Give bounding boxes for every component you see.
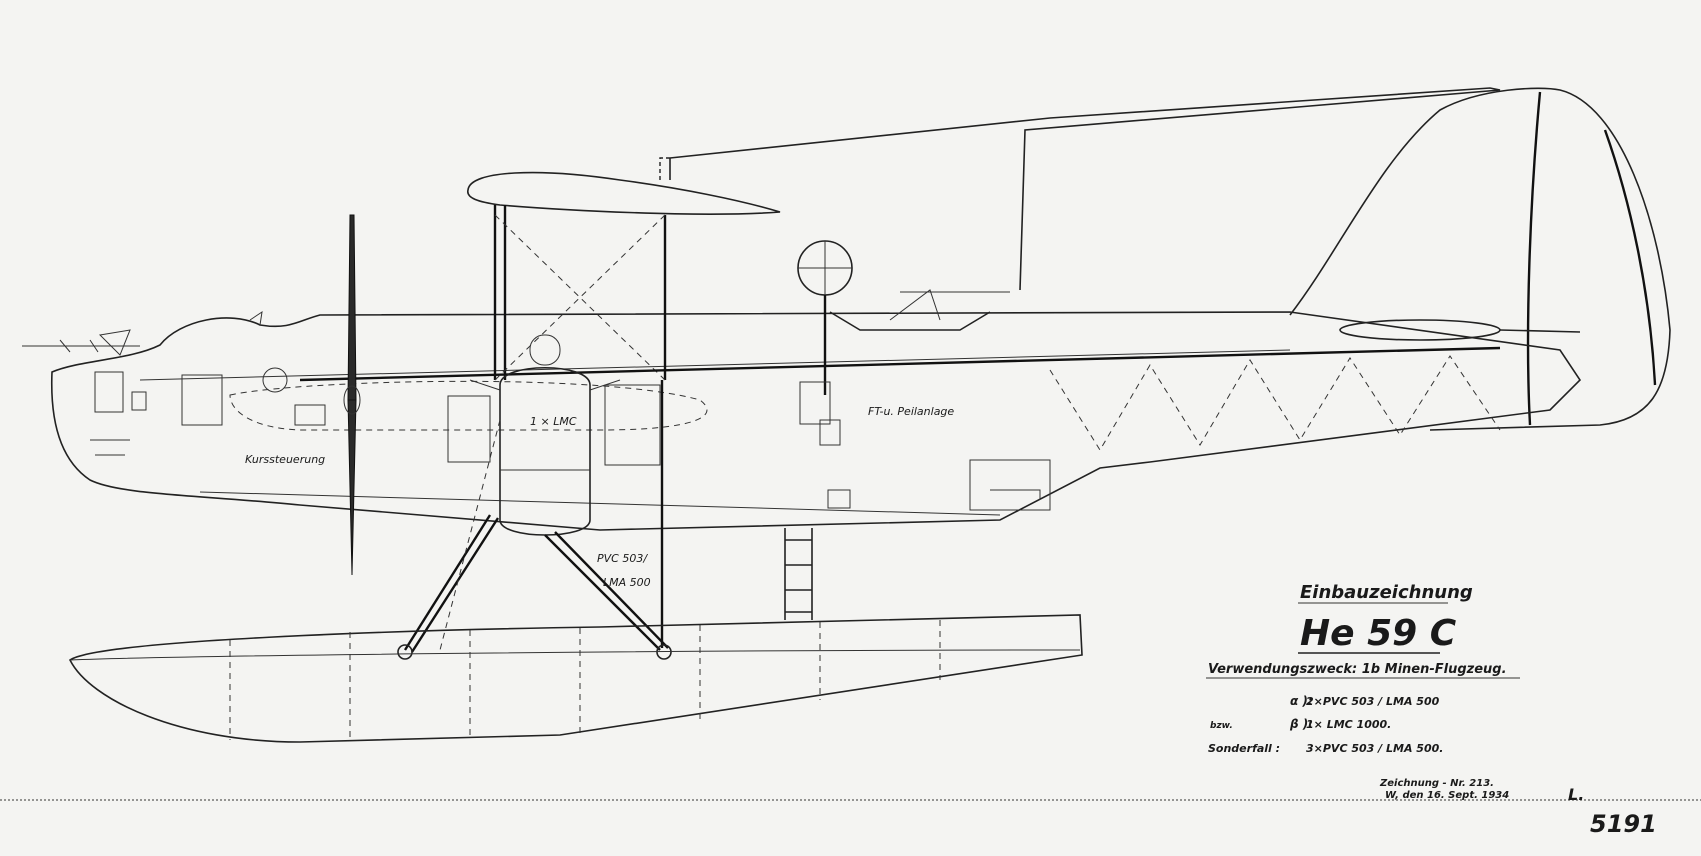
upper-airfoil (467, 171, 781, 215)
lower-wing (229, 380, 708, 431)
row-sonderfall-key: Sonderfall : (1208, 742, 1280, 755)
tail-fin (1289, 87, 1671, 431)
main-spar (299, 346, 1501, 382)
title-type: He 59 C (1300, 613, 1457, 654)
row-beta-prefix: bzw. (1210, 721, 1233, 731)
row-alpha-key: α ): (1290, 694, 1313, 708)
signature: L. (1568, 785, 1584, 804)
fuselage (50, 310, 1582, 531)
row-alpha-value: 2×PVC 503 / LMA 500 (1306, 695, 1440, 708)
label-lmc: 1 × LMC (530, 415, 577, 428)
title-block: Einbauzeichnung He 59 C Verwendungszweck… (1206, 582, 1657, 838)
fuselage-truss (1049, 355, 1501, 451)
dorsal-gun (829, 289, 1010, 331)
nose-equipment (22, 329, 326, 456)
row-beta-key: β ): (1289, 717, 1313, 731)
drawing-number: Zeichnung - Nr. 213. (1379, 778, 1494, 789)
row-sonderfall-value: 3×PVC 503 / LMA 500. (1306, 742, 1443, 755)
propeller (343, 214, 361, 576)
upper-wing (659, 87, 1501, 291)
mine-store-lmc (469, 334, 621, 536)
row-beta-value: 1× LMC 1000. (1306, 718, 1391, 731)
horizontal-stabilizer (1339, 319, 1581, 341)
title-purpose: Verwendungszweck: 1b Minen-Flugzeug. (1208, 662, 1507, 677)
label-kurssteuerung: Kurssteuerung (245, 453, 325, 466)
direction-finder-loop (797, 240, 853, 395)
float-struts (397, 380, 672, 660)
boarding-ladder (784, 528, 813, 620)
cabin-boxes (447, 381, 1051, 511)
title-heading: Einbauzeichnung (1300, 582, 1473, 603)
sheet-number: 5191 (1590, 810, 1657, 838)
drawing-date: W, den 16. Sept. 1934 (1385, 790, 1509, 801)
label-ft-peilanlage: FT-u. Peilanlage (868, 405, 954, 418)
float (68, 614, 1083, 743)
label-lma: LMA 500 (603, 576, 651, 589)
wing-struts (493, 205, 667, 381)
label-pvc: PVC 503/ (597, 552, 648, 565)
